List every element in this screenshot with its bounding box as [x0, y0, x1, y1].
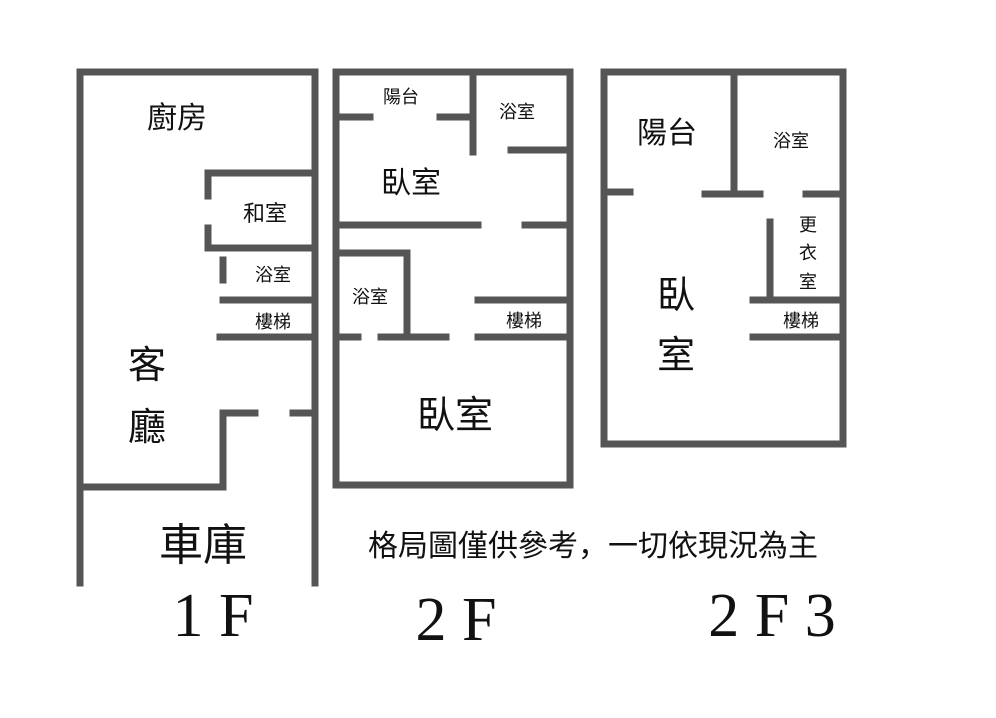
room-label-closet-3: 室 [799, 272, 817, 293]
floor-2f3-walls [600, 68, 847, 448]
floor-2f-walls [332, 68, 574, 489]
room-label-garage: 車庫 [159, 520, 247, 571]
room-label-bedroom-2f-top: 臥室 [381, 166, 441, 201]
floor-label-2f3: 2 F 3 [708, 582, 835, 650]
floor-1f-walls [76, 68, 319, 587]
room-label-bathroom-2f-mid: 浴室 [352, 287, 388, 308]
wall-2f3-outer [600, 68, 847, 448]
room-label-stairs-2f: 樓梯 [506, 311, 542, 332]
room-label-stairs-1f: 樓梯 [255, 312, 291, 333]
room-label-bedroom-2f-bottom: 臥室 [417, 393, 493, 437]
room-label-kitchen: 廚房 [147, 101, 207, 136]
floor-label-1f: 1 F [173, 582, 254, 650]
disclaimer-text: 格局圖僅供參考，一切依現況為主 [368, 529, 818, 564]
room-label-stairs-2f3: 樓梯 [783, 311, 819, 332]
room-label-bathroom-1f: 浴室 [255, 265, 291, 286]
floor-1f-labels: 廚房 和室 浴室 樓梯 客 廳 車庫 1 F [128, 101, 291, 650]
room-label-tatami: 和室 [243, 202, 287, 227]
floor-2f3-labels: 陽台 浴室 更 衣 室 樓梯 臥 室 2 F 3 [637, 116, 836, 650]
room-label-balcony-2f: 陽台 [383, 87, 419, 108]
floor-2f-labels: 陽台 浴室 臥室 浴室 樓梯 臥室 2 F [352, 87, 542, 654]
room-label-balcony-2f3: 陽台 [637, 116, 697, 151]
room-label-bathroom-2f-top: 浴室 [499, 102, 535, 123]
wall-2f-outer [332, 68, 574, 489]
room-label-closet-2: 衣 [799, 243, 817, 264]
floor-label-2f: 2 F [416, 586, 497, 654]
room-label-bedroom-2f3-2: 室 [657, 333, 695, 377]
room-label-closet-1: 更 [799, 215, 817, 236]
room-label-living-2: 廳 [128, 405, 166, 449]
room-label-bedroom-2f3-1: 臥 [657, 273, 695, 317]
room-label-bathroom-2f3: 浴室 [773, 131, 809, 152]
room-label-living-1: 客 [128, 343, 166, 387]
